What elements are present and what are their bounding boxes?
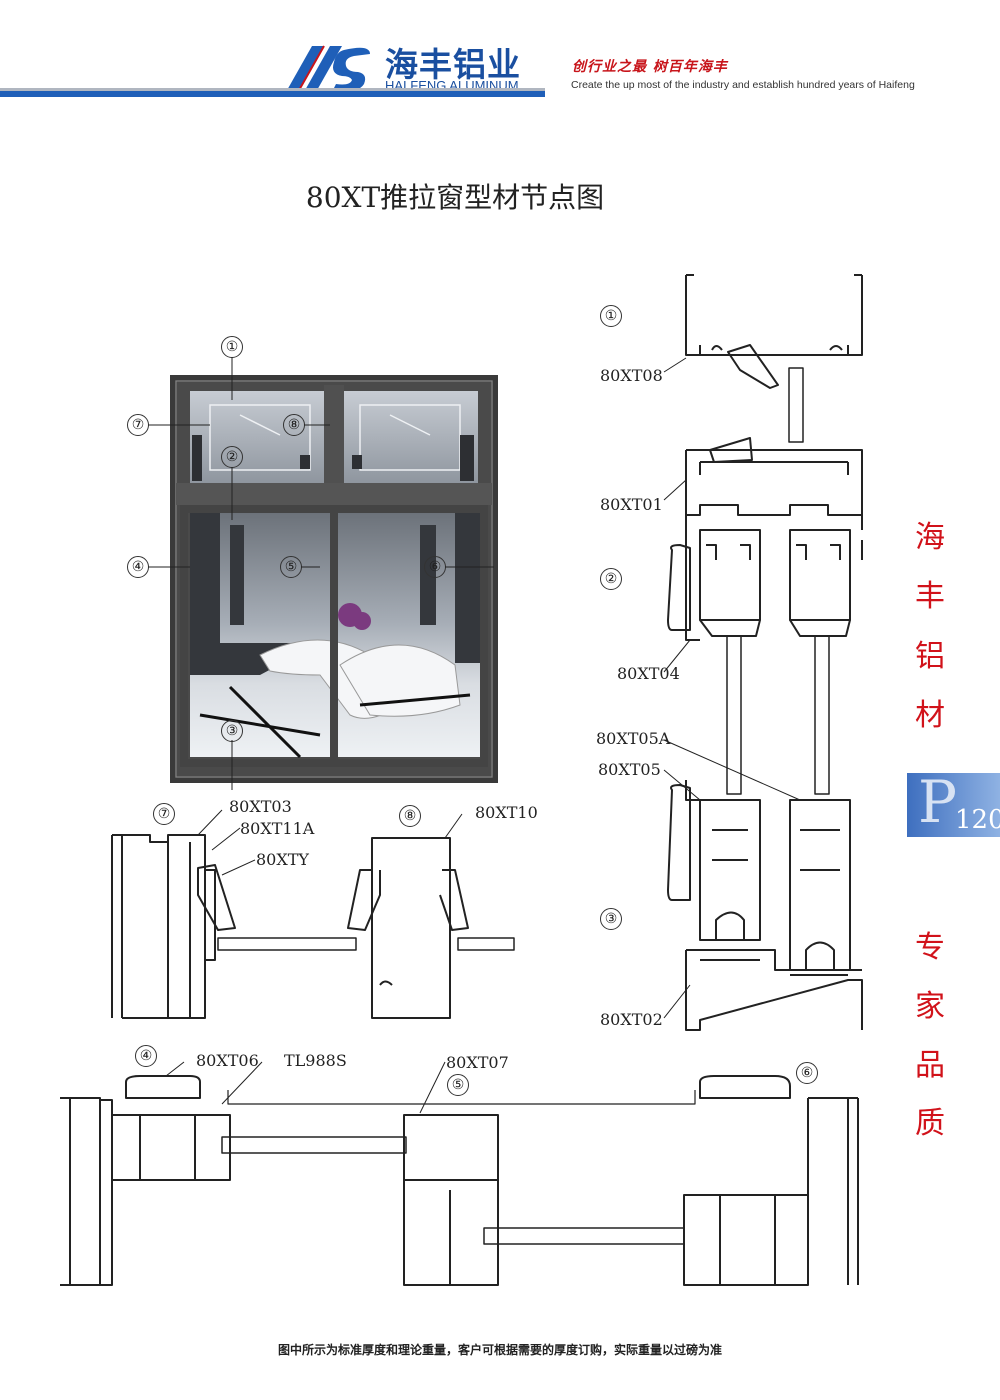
header-divider	[0, 88, 545, 91]
section-marker-2: ②	[600, 568, 622, 590]
page-title: 80XT推拉窗型材节点图	[305, 181, 605, 214]
bottom-marker-6: ⑥	[796, 1062, 818, 1084]
part-label-80xt06: 80XT06	[196, 1051, 259, 1070]
part-label-80xt04: 80XT04	[617, 664, 680, 683]
part-label-80xt01: 80XT01	[600, 495, 663, 514]
part-label-80xty: 80XTY	[256, 850, 309, 869]
tagline-char: 质	[915, 1106, 945, 1141]
brand-name-cn: 海丰铝业	[385, 45, 521, 84]
tagline-char: 丰	[915, 579, 945, 614]
page-number-tab	[907, 773, 1000, 837]
part-label-tl988s: TL988S	[284, 1051, 347, 1070]
transom-marker-8: ⑧	[399, 805, 421, 827]
page-letter: P	[918, 768, 958, 836]
tagline-char: 材	[915, 698, 945, 733]
header-divider-accent	[0, 91, 545, 97]
footer-note: 图中所示为标准厚度和理论重量，客户可根据需要的厚度订购，实际重量以过磅为准	[277, 1343, 722, 1357]
page-number: 120	[955, 805, 1000, 835]
part-label-80xt02: 80XT02	[600, 1010, 663, 1029]
part-label-80xt11a: 80XT11A	[240, 819, 315, 838]
page-header: 海丰铝业 HAI FENG ALUMINUM 创行业之最 树百年海丰 Creat…	[0, 0, 1000, 110]
bottom-marker-5: ⑤	[447, 1074, 469, 1096]
part-label-80xt10: 80XT10	[475, 803, 538, 822]
part-label-80xt05: 80XT05	[598, 760, 661, 779]
section-marker-3: ③	[600, 908, 622, 930]
tagline-char: 铝	[915, 639, 945, 674]
transom-marker-7: ⑦	[153, 803, 175, 825]
window-elevation-image	[170, 375, 498, 783]
part-label-80xt08: 80XT08	[600, 366, 663, 385]
tagline-char: 品	[915, 1048, 945, 1083]
section-marker-1: ①	[600, 305, 622, 327]
tagline-char: 专	[915, 930, 945, 965]
tagline-char: 家	[915, 989, 945, 1024]
part-label-80xt03: 80XT03	[229, 797, 292, 816]
part-label-80xt07: 80XT07	[446, 1053, 509, 1072]
haifeng-logo-icon	[286, 45, 370, 93]
slogan-en: Create the up most of the industry and e…	[571, 79, 915, 91]
bottom-marker-4: ④	[135, 1045, 157, 1067]
slogan-cn: 创行业之最 树百年海丰	[572, 59, 728, 75]
part-label-80xt05a: 80XT05A	[596, 729, 671, 748]
tagline-char: 海	[915, 520, 945, 555]
